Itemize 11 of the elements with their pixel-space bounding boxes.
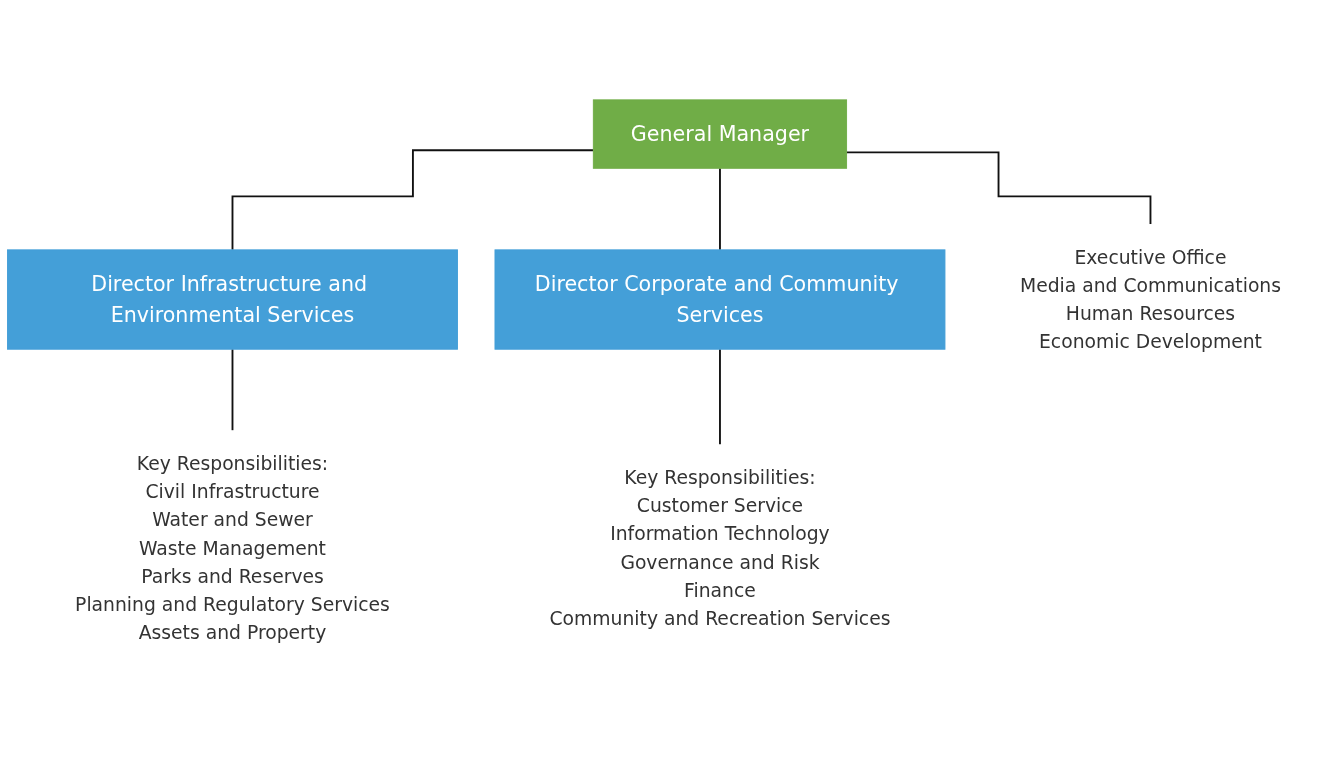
connector [719, 167, 721, 251]
node-text: Key Responsibilities: Customer Service Information Technology Governance and Risk Finance Community and Recreation Services [549, 466, 891, 630]
node-text: Executive Office Media and Communications Human Resources Economic Development [1019, 246, 1281, 353]
connector [231, 149, 595, 251]
node-text: Key Responsibilities: Civil Infrastructure Water and Sewer Waste Management Parks and Reserves Planning and Regulatory Services Assets and Property [75, 452, 390, 644]
connector [845, 151, 1152, 226]
connector [231, 348, 234, 432]
node-box: Director Infrastructure and Environmental Services [7, 249, 458, 350]
node-box: General Manager [592, 99, 848, 169]
connector [719, 348, 721, 446]
node-box: Director Corporate and Community Services [494, 249, 946, 350]
